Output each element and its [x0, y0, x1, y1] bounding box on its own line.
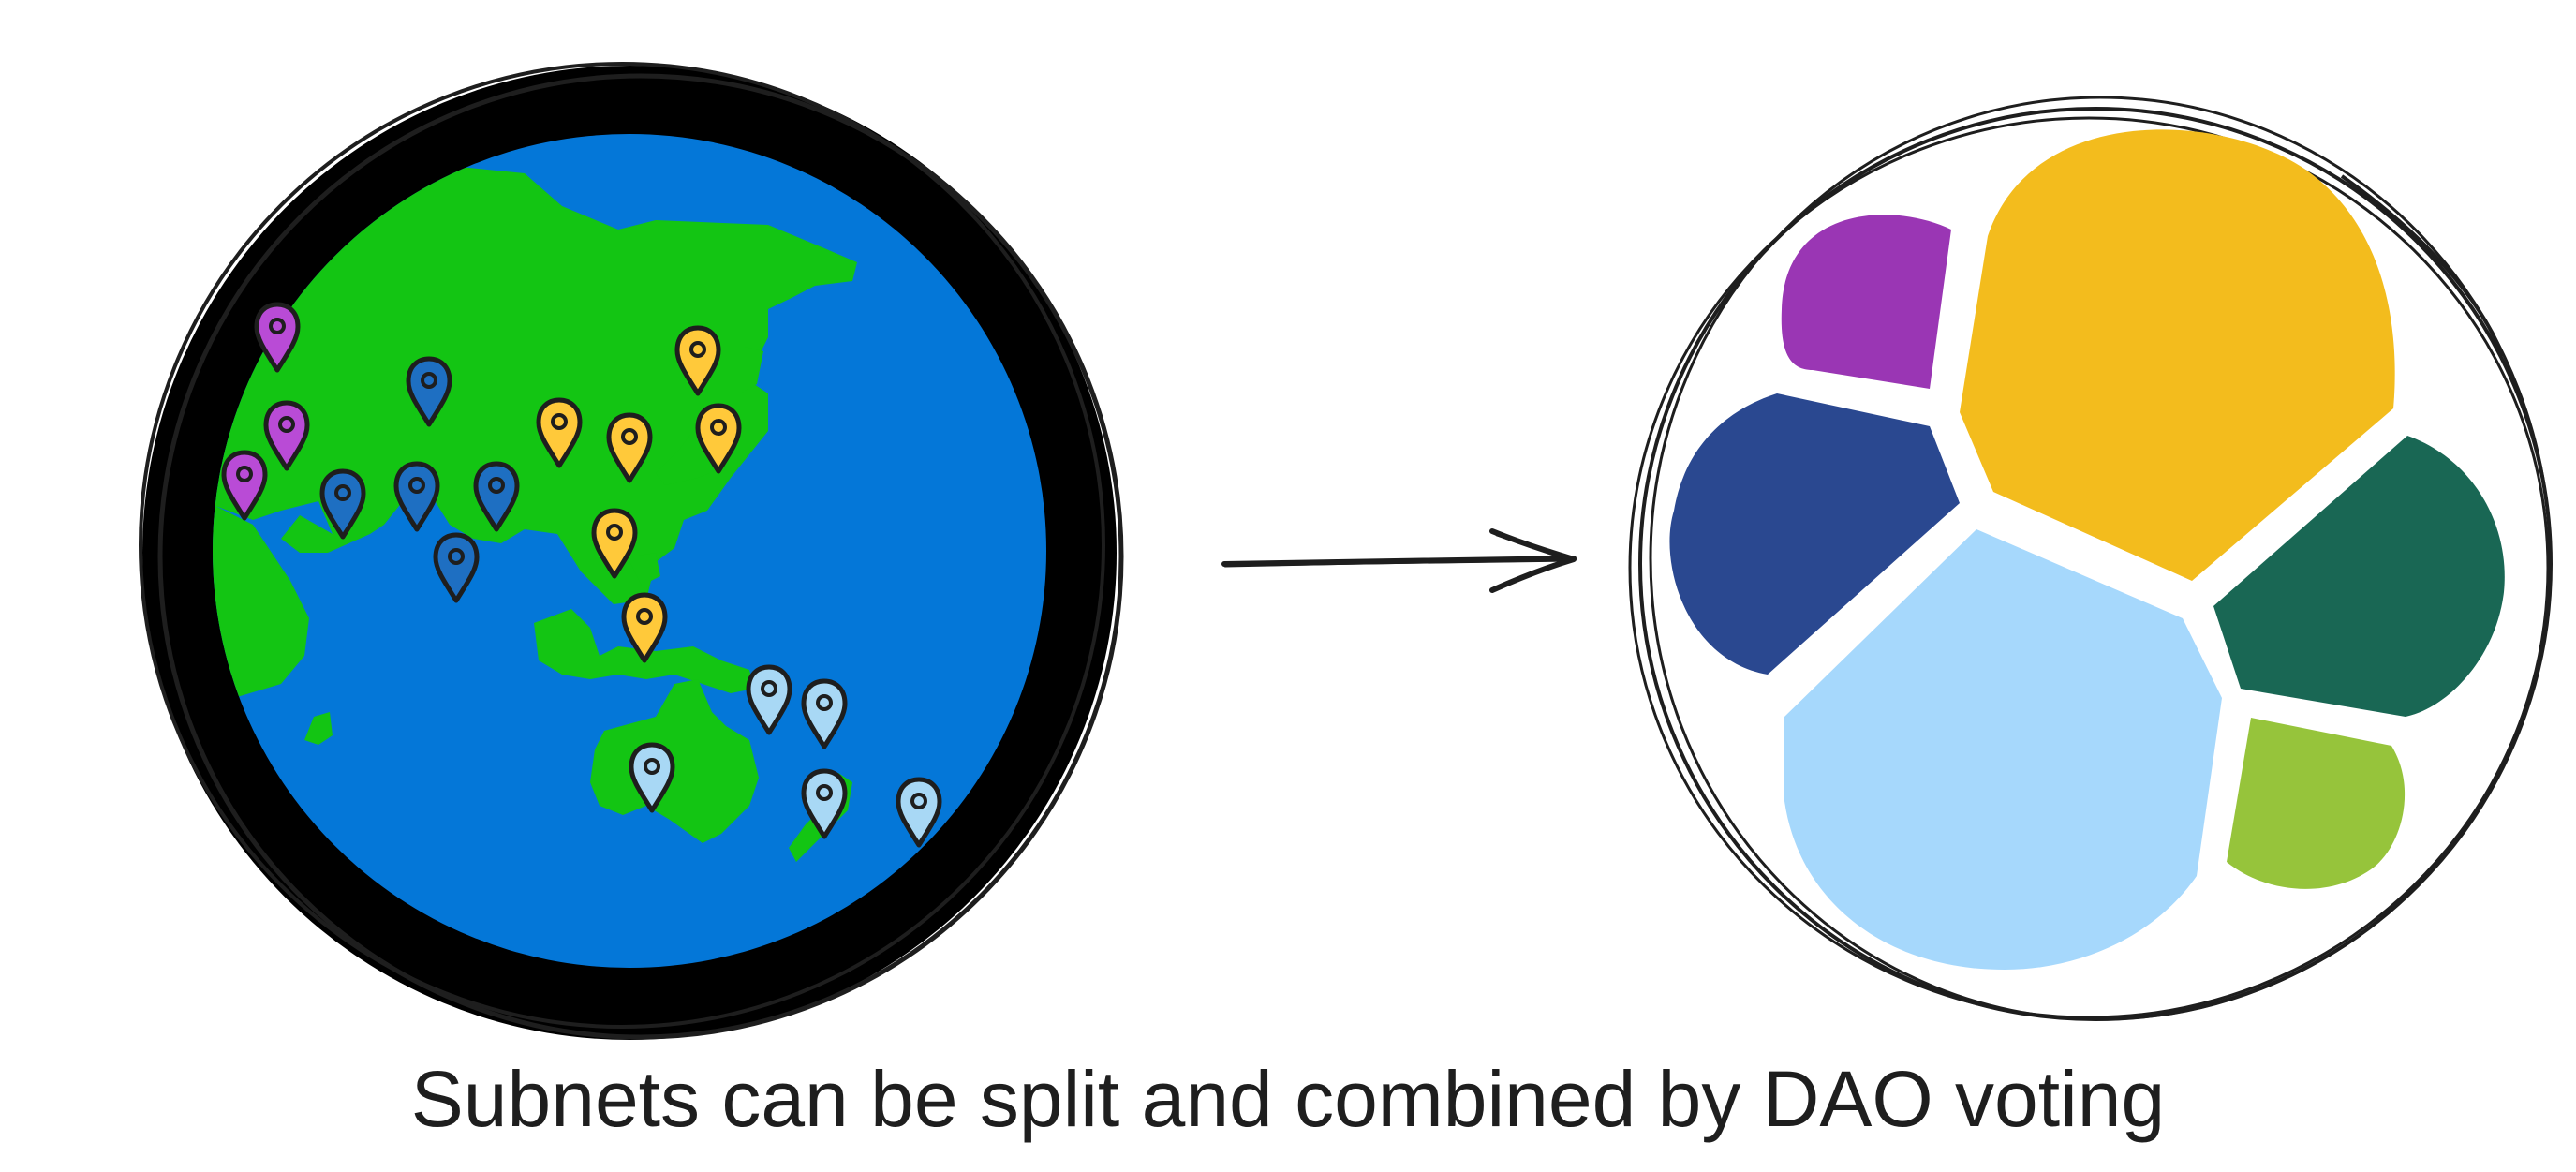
map-pin-icon [746, 664, 792, 735]
map-pin-icon [319, 468, 366, 540]
subnet-cell-teal [2213, 436, 2505, 717]
map-pin-icon [536, 397, 583, 468]
pin-layer [221, 302, 942, 848]
map-pin-icon [393, 461, 440, 532]
map-pin-icon [473, 461, 520, 532]
map-pin-icon [433, 532, 480, 603]
map-pin-icon [629, 742, 675, 813]
subnet-cell-light-blue [1784, 529, 2222, 970]
caption-text: Subnets can be split and combined by DAO… [410, 1055, 2166, 1143]
map-pin-icon [695, 403, 742, 474]
map-pin-icon [406, 356, 452, 427]
map-pin-icon [263, 400, 310, 471]
subnet-cell-yellow [1960, 129, 2395, 581]
map-pin-icon [801, 768, 848, 839]
map-pin-icon [221, 450, 268, 521]
map-pin-icon [621, 592, 668, 663]
map-pin-icon [896, 777, 942, 848]
subnet-partition-icon [1628, 96, 2553, 1021]
subnet-cell-purple [1781, 215, 1951, 389]
subnet-cell-navy [1669, 393, 1960, 675]
map-pin-icon [254, 302, 301, 373]
map-pin-icon [801, 678, 848, 749]
globe-land [213, 164, 857, 862]
map-pin-icon [674, 325, 721, 396]
map-pin-icon [606, 412, 653, 483]
map-pin-icon [591, 508, 638, 579]
globe-icon [139, 62, 1124, 1040]
subnet-cell-green [2227, 718, 2406, 889]
arrow-right-icon [1221, 528, 1577, 593]
